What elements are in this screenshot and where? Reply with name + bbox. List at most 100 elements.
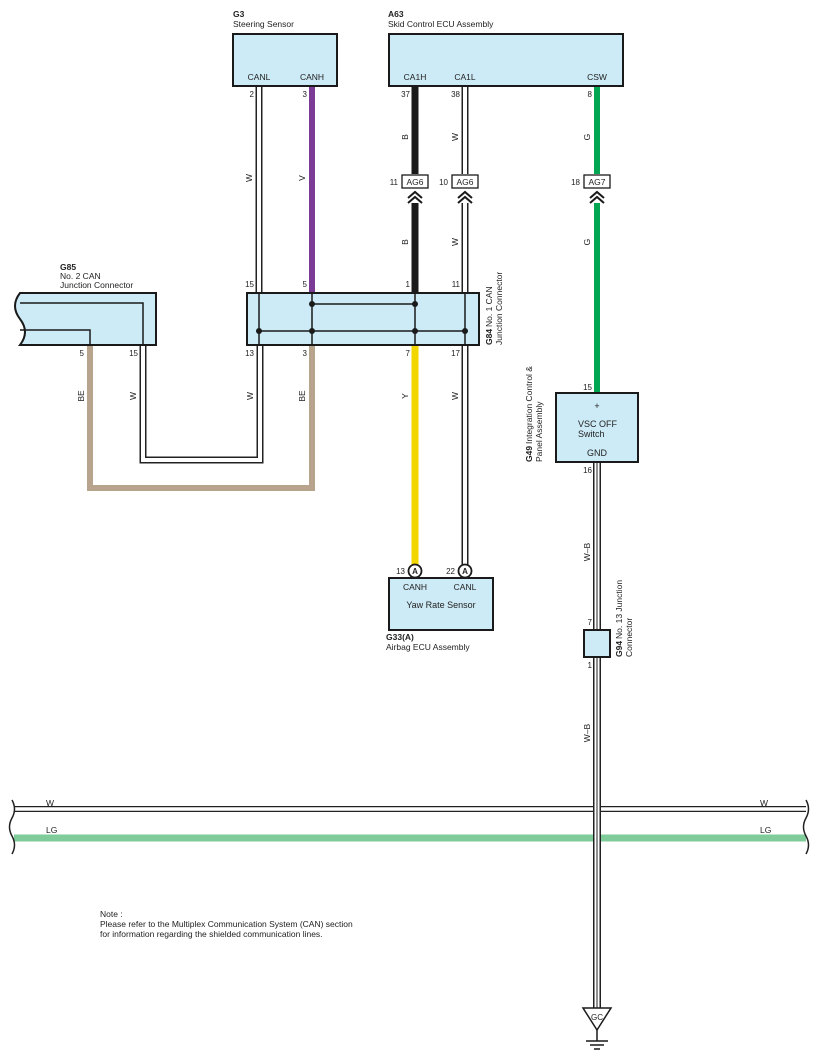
- svg-text:AG6: AG6: [456, 177, 473, 187]
- g3-pin-canl-label: CANL: [248, 72, 271, 82]
- g94-name-1: No. 13 Junction: [614, 580, 624, 639]
- wl-gnd-upper: W–B: [582, 542, 592, 561]
- g85-pin-15: 15: [129, 349, 138, 358]
- component-g49-vsc-off-switch: + VSC OFF Switch GND 15 16 G49 Integrati…: [524, 366, 639, 475]
- wl-g85-w: W: [128, 392, 138, 400]
- g84-code: G84: [484, 329, 494, 345]
- g33-pin-13: 13: [396, 567, 405, 576]
- g94-pin-1: 1: [588, 661, 593, 670]
- g33-pin-canh-label: CANH: [403, 582, 427, 592]
- component-g3-steering-sensor: G3 Steering Sensor CANL CANH 2 3: [232, 9, 338, 99]
- svg-text:10: 10: [439, 178, 448, 187]
- component-g33-airbag-ecu: CANH CANL Yaw Rate Sensor G33(A) Airbag …: [386, 563, 494, 652]
- wire-loop-be: [87, 345, 315, 491]
- g85-pin-5: 5: [80, 349, 85, 358]
- wl-ca1l-up: W: [450, 133, 460, 141]
- g84-pin-7: 7: [406, 349, 411, 358]
- a63-code: A63: [388, 9, 404, 19]
- wl-csw-low: G: [582, 239, 592, 246]
- g3-name: Steering Sensor: [233, 19, 294, 29]
- component-g85-junction-connector: G85 No. 2 CAN Junction Connector 5 15: [14, 262, 157, 358]
- wl-bus-lg-left: LG: [46, 825, 57, 835]
- g49-name-2: Panel Assembly: [534, 401, 544, 462]
- svg-text:18: 18: [571, 178, 580, 187]
- component-g84-junction-connector: 15 5 1 11 13 3 7 17 G84 No. 1 CAN Juncti…: [245, 272, 504, 358]
- g85-code: G85: [60, 262, 76, 272]
- wl-gnd-lower: W–B: [582, 723, 592, 742]
- wire-labels: W V B W G B W G BE W W BE Y W W–B W–B W …: [46, 133, 771, 835]
- note-line-2: Please refer to the Multiplex Communicat…: [100, 919, 353, 929]
- g94-code: G94: [614, 641, 624, 657]
- a63-pin-csw-label: CSW: [587, 72, 607, 82]
- a63-pin-37: 37: [401, 90, 410, 99]
- g33-label: Yaw Rate Sensor: [406, 600, 475, 610]
- g94-pin-7: 7: [588, 618, 593, 627]
- wl-g84-7: Y: [400, 393, 410, 399]
- wl-g3-canh: V: [297, 175, 307, 181]
- g84-pin-11: 11: [452, 280, 461, 289]
- g33-pin-canl-label: CANL: [454, 582, 477, 592]
- g3-code: G3: [233, 9, 245, 19]
- g49-pin-16: 16: [583, 466, 592, 475]
- component-g94-junction-connector: 7 1 G94 No. 13 Junction Connector: [583, 580, 634, 670]
- g49-plus: +: [594, 401, 599, 411]
- g33-conn-letter-1: A: [412, 567, 418, 576]
- a63-pin-8: 8: [588, 90, 593, 99]
- g85-name-1: No. 2 CAN: [60, 271, 101, 281]
- g84-name-2: Junction Connector: [494, 272, 504, 345]
- svg-text:11: 11: [390, 178, 399, 187]
- connector-ag7: AG7 18: [571, 174, 611, 204]
- g33-name: Airbag ECU Assembly: [386, 642, 470, 652]
- wl-ca1h-low: B: [400, 239, 410, 245]
- wl-g84-3: BE: [297, 390, 307, 402]
- g33-conn-letter-2: A: [462, 567, 468, 576]
- g84-pin-13: 13: [245, 349, 254, 358]
- svg-text:GC: GC: [591, 1013, 603, 1022]
- g3-pin-canh-label: CANH: [300, 72, 324, 82]
- wl-bus-lg-right: LG: [760, 825, 771, 835]
- g84-pin-5: 5: [303, 280, 308, 289]
- g84-name-1: No. 1 CAN: [484, 286, 494, 327]
- wl-csw-up: G: [582, 134, 592, 141]
- connector-ag6-b: AG6 10: [439, 174, 479, 204]
- g94-name-2: Connector: [624, 618, 634, 657]
- wire-loop-w: [139, 345, 264, 464]
- component-a63-skid-control-ecu: A63 Skid Control ECU Assembly CA1H CA1L …: [388, 9, 624, 99]
- connector-ag6-a: AG6 11: [390, 174, 429, 204]
- g49-label-1: VSC OFF: [578, 419, 618, 429]
- a63-pin-ca1l-label: CA1L: [454, 72, 476, 82]
- note-line-3: for information regarding the shielded c…: [100, 929, 323, 939]
- g49-code: G49: [524, 446, 534, 462]
- g49-gnd: GND: [587, 448, 608, 458]
- note: Note : Please refer to the Multiplex Com…: [100, 909, 353, 939]
- ground-gc: GC: [581, 1007, 613, 1050]
- wl-g3-canl: W: [244, 174, 254, 182]
- wl-g84-17: W: [450, 392, 460, 400]
- g84-pin-3: 3: [303, 349, 308, 358]
- g49-label-2: Switch: [578, 429, 605, 439]
- wl-g85-be: BE: [76, 390, 86, 402]
- wl-ca1l-low: W: [450, 238, 460, 246]
- bus-break-marks: [8, 799, 810, 855]
- g33-pin-22: 22: [446, 567, 455, 576]
- wl-bus-w-left: W: [46, 798, 54, 808]
- a63-pin-38: 38: [451, 90, 460, 99]
- g84-pin-17: 17: [451, 349, 460, 358]
- wl-bus-w-right: W: [760, 798, 768, 808]
- g84-pin-15: 15: [245, 280, 254, 289]
- wl-ca1h-up: B: [400, 134, 410, 140]
- g84-pin-1: 1: [406, 280, 411, 289]
- g49-pin-15: 15: [583, 383, 592, 392]
- wl-g84-13: W: [245, 392, 255, 400]
- g85-name-2: Junction Connector: [60, 280, 133, 290]
- svg-text:AG7: AG7: [588, 177, 605, 187]
- svg-text:AG6: AG6: [406, 177, 423, 187]
- g33-code: G33(A): [386, 632, 414, 642]
- a63-name: Skid Control ECU Assembly: [388, 19, 494, 29]
- g49-name-1: Integration Control &: [524, 366, 534, 444]
- g3-pin-2: 2: [250, 90, 255, 99]
- g3-pin-3: 3: [303, 90, 308, 99]
- a63-pin-ca1h-label: CA1H: [404, 72, 427, 82]
- note-line-1: Note :: [100, 909, 123, 919]
